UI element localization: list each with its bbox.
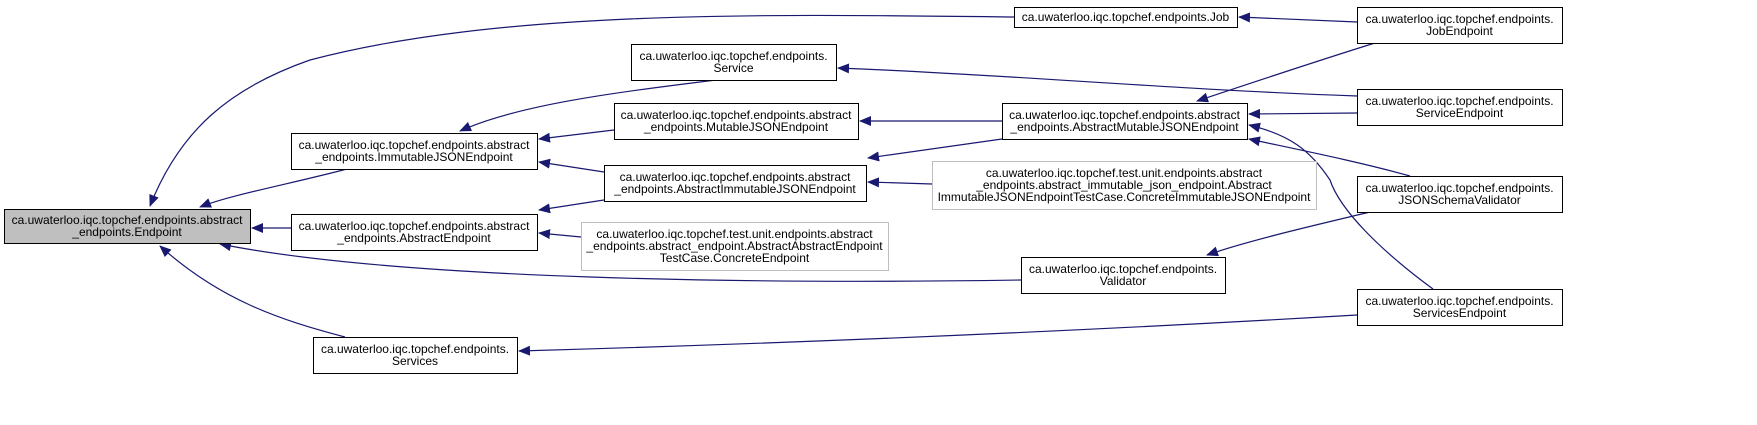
nodes-layer: ca.uwaterloo.iqc.topchef.endpoints.abstr… — [4, 7, 1563, 374]
class-name-line: JobEndpoint — [1426, 24, 1493, 38]
class-name-line: ca.uwaterloo.iqc.topchef.endpoints. — [1365, 294, 1553, 308]
class-name-line: ca.uwaterloo.iqc.topchef.endpoints.Job — [1022, 10, 1230, 24]
edge-json_schema_validator-to-abstract_mutable_json — [1248, 136, 1411, 177]
class-node-endpoint[interactable]: ca.uwaterloo.iqc.topchef.endpoints.abstr… — [4, 209, 251, 244]
class-node-json-schema-validator[interactable]: ca.uwaterloo.iqc.topchef.endpoints.JSONS… — [1357, 176, 1563, 213]
class-node-job[interactable]: ca.uwaterloo.iqc.topchef.endpoints.Job — [1014, 7, 1238, 28]
class-name-line: ca.uwaterloo.iqc.topchef.endpoints.abstr… — [12, 213, 243, 227]
class-name-line: ca.uwaterloo.iqc.topchef.endpoints.abstr… — [621, 108, 852, 122]
class-name-line: ca.uwaterloo.iqc.topchef.endpoints. — [1365, 12, 1553, 26]
edge-job_endpoint-to-job — [1238, 12, 1358, 23]
edge-services-to-endpoint — [159, 245, 346, 338]
class-name-line: _endpoints.Endpoint — [71, 225, 182, 239]
class-name-line: ca.uwaterloo.iqc.topchef.endpoints. — [639, 49, 827, 63]
class-name-line: ca.uwaterloo.iqc.topchef.endpoints.abstr… — [620, 170, 851, 184]
edge-immutable_json-to-endpoint — [199, 168, 348, 208]
class-node-service-endpoint[interactable]: ca.uwaterloo.iqc.topchef.endpoints.Servi… — [1357, 89, 1563, 126]
class-box — [604, 165, 867, 202]
class-node-abstract-mutable-json[interactable]: ca.uwaterloo.iqc.topchef.endpoints.abstr… — [1002, 103, 1248, 140]
edge-service-to-immutable_json — [459, 79, 717, 132]
class-name-line: _endpoints.ImmutableJSONEndpoint — [314, 150, 513, 164]
class-node-services[interactable]: ca.uwaterloo.iqc.topchef.endpoints.Servi… — [313, 337, 518, 374]
class-box — [1021, 257, 1226, 294]
class-name-line: Validator — [1100, 274, 1146, 288]
edge-abstract_immutable_json-to-immutable_json — [538, 158, 605, 173]
class-name-line: ca.uwaterloo.iqc.topchef.test.unit.endpo… — [986, 166, 1263, 180]
class-name-line: Services — [392, 354, 438, 368]
class-name-line: TestCase.ConcreteEndpoint — [660, 251, 810, 265]
class-box — [4, 209, 251, 244]
class-name-line: ca.uwaterloo.iqc.topchef.endpoints. — [1365, 94, 1553, 108]
class-node-services-endpoint[interactable]: ca.uwaterloo.iqc.topchef.endpoints.Servi… — [1357, 289, 1563, 326]
class-node-abstract-immutable-json[interactable]: ca.uwaterloo.iqc.topchef.endpoints.abstr… — [604, 165, 867, 202]
class-box — [291, 133, 538, 170]
class-box — [932, 161, 1317, 210]
class-name-line: ca.uwaterloo.iqc.topchef.endpoints.abstr… — [1009, 108, 1240, 122]
class-name-line: ca.uwaterloo.iqc.topchef.test.unit.endpo… — [596, 227, 873, 241]
edge-json_schema_validator-to-validator — [1206, 211, 1371, 257]
edge-service_endpoint-to-service — [837, 63, 1358, 97]
class-box — [1014, 7, 1238, 28]
class-name-line: ca.uwaterloo.iqc.topchef.endpoints. — [321, 342, 509, 356]
class-node-immutable-json[interactable]: ca.uwaterloo.iqc.topchef.endpoints.abstr… — [291, 133, 538, 170]
class-name-line: _endpoints.AbstractImmutableJSONEndpoint — [613, 182, 856, 196]
edges-layer — [149, 12, 1434, 356]
class-box — [581, 222, 889, 271]
class-box — [631, 44, 837, 81]
edge-abstract_immutable_json-to-abstract_endpoint — [538, 199, 605, 214]
class-node-validator[interactable]: ca.uwaterloo.iqc.topchef.endpoints.Valid… — [1021, 257, 1226, 294]
class-node-abstract-endpoint[interactable]: ca.uwaterloo.iqc.topchef.endpoints.abstr… — [291, 214, 538, 251]
edge-concrete_immutable-to-abstract_immutable_json — [867, 177, 933, 188]
class-node-mutable-json[interactable]: ca.uwaterloo.iqc.topchef.endpoints.abstr… — [614, 103, 859, 140]
edge-validator-to-endpoint — [219, 241, 1022, 282]
class-name-line: ca.uwaterloo.iqc.topchef.endpoints. — [1365, 181, 1553, 195]
class-name-line: _endpoints.AbstractEndpoint — [336, 231, 491, 245]
class-box — [313, 337, 518, 374]
class-box — [291, 214, 538, 251]
class-node-service[interactable]: ca.uwaterloo.iqc.topchef.endpoints.Servi… — [631, 44, 837, 81]
class-name-line: ca.uwaterloo.iqc.topchef.endpoints.abstr… — [299, 219, 530, 233]
class-box — [1002, 103, 1248, 140]
class-name-line: _endpoints.MutableJSONEndpoint — [643, 120, 829, 134]
class-name-line: JSONSchemaValidator — [1398, 193, 1521, 207]
edge-service_endpoint-to-abstract_mutable_json — [1248, 108, 1358, 119]
edge-services_endpoint-to-services — [518, 314, 1358, 356]
class-box — [1357, 289, 1563, 326]
edge-services_endpoint-to-abstract_mutable_json — [1248, 122, 1434, 290]
class-box — [1357, 176, 1563, 213]
class-name-line: ca.uwaterloo.iqc.topchef.endpoints. — [1029, 262, 1217, 276]
class-name-line: _endpoints.abstract_immutable_json_endpo… — [975, 178, 1272, 192]
class-box — [614, 103, 859, 140]
class-box — [1357, 7, 1563, 44]
class-name-line: ca.uwaterloo.iqc.topchef.endpoints.abstr… — [299, 138, 530, 152]
class-name-line: _endpoints.AbstractMutableJSONEndpoint — [1009, 120, 1239, 134]
class-name-line: ServicesEndpoint — [1413, 306, 1507, 320]
class-name-line: _endpoints.abstract_endpoint.AbstractAbs… — [585, 239, 883, 253]
edge-mutable_json-to-immutable_json — [538, 129, 615, 143]
edge-job_endpoint-to-abstract_mutable_json — [1196, 42, 1376, 103]
class-name-line: ServiceEndpoint — [1416, 106, 1504, 120]
edge-abstract_mutable_json-to-abstract_immutable_json — [867, 138, 1003, 162]
class-node-concrete-endpoint[interactable]: ca.uwaterloo.iqc.topchef.test.unit.endpo… — [581, 222, 889, 271]
class-node-concrete-immutable[interactable]: ca.uwaterloo.iqc.topchef.test.unit.endpo… — [932, 161, 1317, 210]
edge-job-to-endpoint — [149, 14, 1015, 207]
class-node-job-endpoint[interactable]: ca.uwaterloo.iqc.topchef.endpoints.JobEn… — [1357, 7, 1563, 44]
class-name-line: Service — [713, 61, 753, 75]
class-box — [1357, 89, 1563, 126]
class-name-line: ImmutableJSONEndpointTestCase.ConcreteIm… — [938, 190, 1312, 204]
edge-concrete_endpoint-to-abstract_endpoint — [538, 229, 582, 240]
